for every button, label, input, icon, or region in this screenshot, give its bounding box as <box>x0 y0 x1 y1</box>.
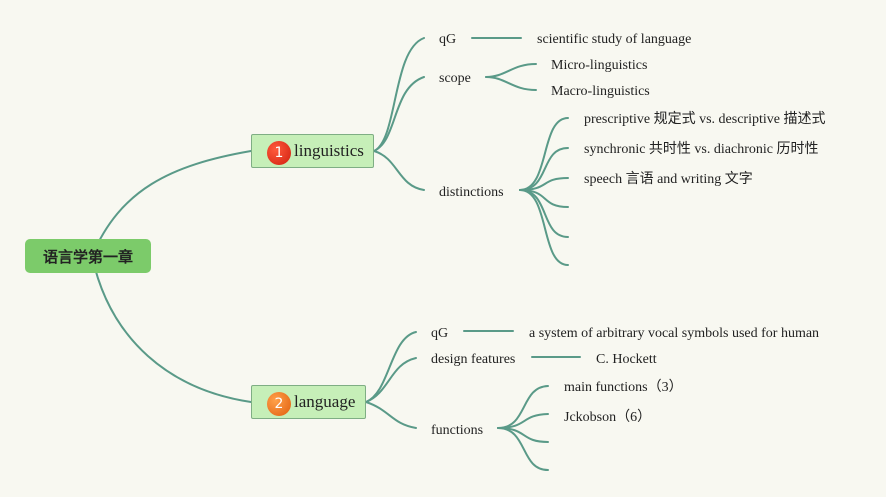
connector-root-linguistics <box>91 150 252 257</box>
branch-linguistics-label: linguistics <box>294 141 364 160</box>
priority-1-icon: 1 <box>267 140 291 165</box>
branch-linguistics[interactable]: 1 linguistics <box>251 134 374 168</box>
connector-scope-macro <box>485 76 537 91</box>
connector-functions-4 <box>497 427 549 471</box>
topic-design-features[interactable]: design features <box>431 352 516 367</box>
connector-linguistics-qg <box>373 37 425 152</box>
connector-distinctions-1 <box>519 117 569 191</box>
topic-functions[interactable]: functions <box>431 423 484 438</box>
connector-scope-micro <box>485 63 537 78</box>
topic-design-features-detail[interactable]: C. Hockett <box>596 352 657 367</box>
topic-functions-item[interactable]: main functions（3） <box>564 380 683 395</box>
topic-linguistics-qg-detail[interactable]: scientific study of language <box>537 32 692 47</box>
topic-scope-item[interactable]: Micro-linguistics <box>551 58 648 73</box>
topic-functions-item[interactable]: Jckobson（6） <box>564 410 652 425</box>
root-node[interactable]: 语言学第一章 <box>25 239 151 273</box>
connector-language-design <box>365 357 417 403</box>
priority-2-icon: 2 <box>267 391 291 416</box>
connector-language-functions <box>365 401 417 429</box>
connector-linguistics-distinctions <box>373 150 425 191</box>
topic-language-qg-detail[interactable]: a system of arbitrary vocal symbols used… <box>529 326 820 341</box>
connector-linguistics-scope <box>373 76 425 152</box>
topic-distinctions-item[interactable]: speech 言语 and writing 文字 <box>584 172 753 187</box>
connector-root-language <box>91 255 252 403</box>
topic-scope[interactable]: scope <box>439 71 471 86</box>
topic-distinctions-item[interactable]: prescriptive 规定式 vs. descriptive 描述式 <box>584 112 826 127</box>
topic-distinctions[interactable]: distinctions <box>439 185 504 200</box>
connector-language-qg <box>365 331 417 403</box>
branch-language[interactable]: 2 language <box>251 385 366 419</box>
branch-language-label: language <box>294 392 356 411</box>
topic-scope-item[interactable]: Macro-linguistics <box>551 84 650 99</box>
topic-linguistics-qg[interactable]: qG <box>439 32 457 47</box>
connector-functions-2 <box>497 413 549 429</box>
root-label: 语言学第一章 <box>42 247 133 266</box>
connector-distinctions-6 <box>519 189 569 266</box>
connector-distinctions-2 <box>519 147 569 191</box>
topic-language-qg[interactable]: qG <box>431 326 449 341</box>
topic-distinctions-item[interactable]: synchronic 共时性 vs. diachronic 历时性 <box>584 142 819 157</box>
